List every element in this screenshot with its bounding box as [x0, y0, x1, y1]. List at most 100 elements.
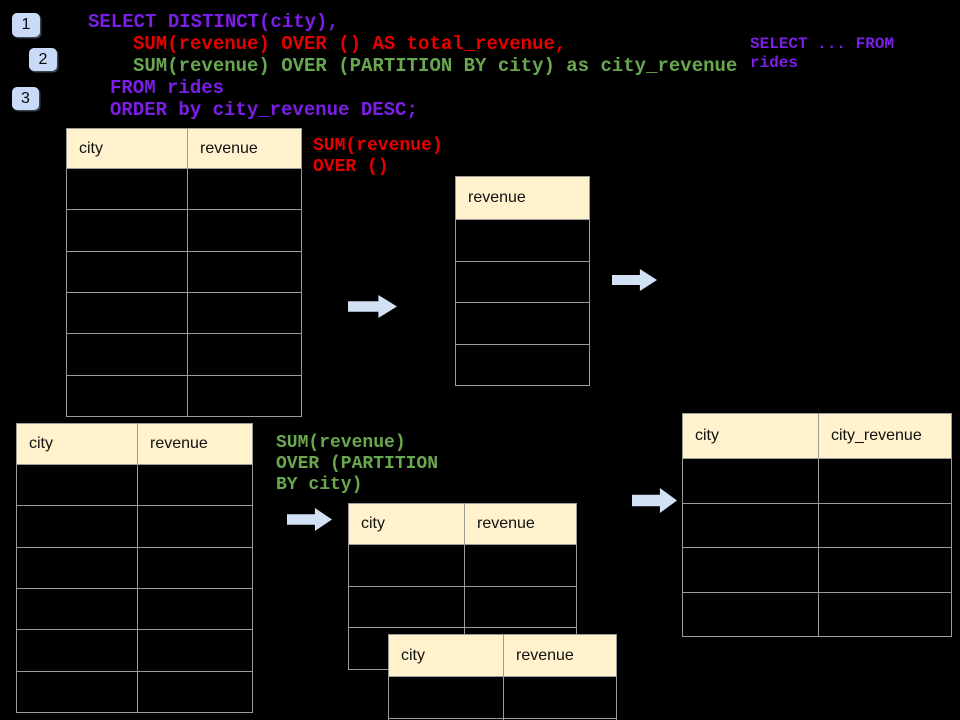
table-cell [17, 506, 137, 546]
column-header-city: city [29, 435, 53, 452]
table-row [67, 374, 301, 416]
column-header-revenue: revenue [468, 189, 526, 206]
sql-line-select: SELECT DISTINCT(city), [88, 11, 339, 33]
sql-line-from: FROM rides [110, 77, 225, 99]
flow-arrow-icon [348, 295, 397, 318]
column-header-revenue: revenue [137, 424, 252, 464]
table-cell [17, 630, 137, 670]
sql-line-total-revenue: SUM(revenue) OVER () AS total_revenue, [133, 33, 567, 55]
table-cell [456, 262, 589, 303]
label-partition-line1: SUM(revenue) [276, 433, 406, 453]
table-header-row: city revenue [17, 424, 252, 464]
table-row [67, 168, 301, 210]
side-note-select-from: SELECT ... FROM [750, 35, 895, 53]
table-header-row: revenue [456, 177, 589, 219]
table-cell [683, 459, 818, 503]
table-cell [464, 545, 576, 586]
flow-arrow-icon [287, 508, 332, 531]
table-row [17, 629, 252, 671]
table-cell [818, 592, 951, 636]
table-body [17, 464, 252, 712]
table-cell [17, 548, 137, 588]
table-city-revenue-result: city city_revenue [682, 413, 952, 637]
side-note-rides: rides [750, 54, 799, 72]
table-cell [67, 252, 187, 292]
table-cell [137, 671, 252, 712]
table-cell [17, 589, 137, 629]
sql-line-city-revenue: SUM(revenue) OVER (PARTITION BY city) as… [133, 55, 738, 77]
table-cell [67, 169, 187, 209]
label-total-revenue-line1: SUM(revenue) [313, 136, 443, 156]
table-cell [456, 303, 589, 344]
label-partition-line2: OVER (PARTITION [276, 454, 439, 474]
flow-arrow-icon [632, 488, 677, 513]
step-badge-1: 1 [12, 13, 40, 37]
table-row [67, 333, 301, 375]
table-cell [683, 504, 818, 548]
column-header-revenue: revenue [187, 129, 301, 168]
column-header-city: city [401, 646, 425, 664]
table-cell [137, 588, 252, 630]
table-row [683, 502, 951, 548]
table-cell [683, 593, 818, 637]
table-row [456, 219, 589, 261]
table-cell [464, 586, 576, 628]
table-cell [818, 548, 951, 592]
table-header-row: city revenue [67, 129, 301, 168]
table-row [67, 291, 301, 334]
table-header-row: city revenue [349, 504, 576, 544]
column-header-city: city [79, 139, 103, 157]
table-cell [137, 630, 252, 671]
table-cell [187, 251, 301, 292]
table-row [683, 547, 951, 592]
table-cell [818, 503, 951, 547]
flow-arrow-icon [612, 269, 657, 291]
table-cell [17, 672, 137, 712]
table-cell [137, 506, 252, 547]
table-source-top: city revenue [66, 128, 302, 417]
label-partition-line3: BY city) [276, 475, 363, 495]
column-header-city: city [361, 515, 385, 532]
table-row [67, 209, 301, 251]
sql-line-order-by: ORDER by city_revenue DESC; [110, 99, 418, 121]
table-body [683, 458, 951, 636]
table-row [456, 260, 589, 303]
column-header-city: city [695, 427, 719, 444]
table-row [456, 343, 589, 386]
table-body [67, 168, 301, 416]
step-badge-3: 3 [12, 87, 39, 110]
table-row [389, 676, 616, 718]
table-cell [349, 587, 464, 628]
table-row [17, 546, 252, 588]
table-body [389, 676, 616, 720]
table-cell [187, 292, 301, 334]
table-cell [349, 545, 464, 586]
table-row [456, 302, 589, 344]
table-cell [67, 376, 187, 416]
table-body [456, 219, 589, 385]
table-row [683, 591, 951, 637]
table-row [17, 505, 252, 547]
table-header-row: city revenue [389, 635, 616, 676]
table-row [17, 464, 252, 506]
table-cell [187, 210, 301, 251]
table-cell [67, 210, 187, 250]
table-cell [187, 334, 301, 375]
column-header-revenue: revenue [464, 504, 576, 544]
table-cell [67, 334, 187, 374]
table-cell [456, 345, 589, 386]
table-row [349, 544, 576, 586]
table-cell [67, 293, 187, 333]
label-total-revenue-line2: OVER () [313, 157, 389, 177]
table-cell [137, 465, 252, 506]
table-cell [456, 220, 589, 261]
table-cell [818, 459, 951, 503]
table-row [67, 250, 301, 292]
table-partition-overlap: city revenue [388, 634, 617, 720]
table-row [17, 670, 252, 712]
table-cell [187, 375, 301, 416]
table-cell [389, 677, 503, 718]
table-partition-mid: city revenue [348, 503, 577, 670]
table-cell [503, 677, 616, 718]
